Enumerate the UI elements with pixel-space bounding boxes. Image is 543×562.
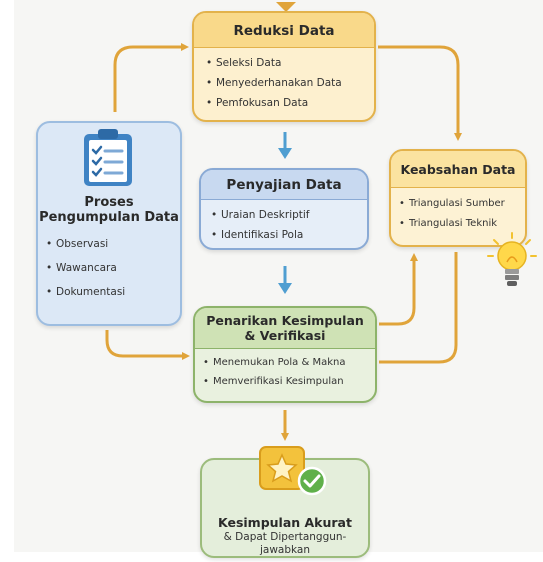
lightbulb-icon [487, 232, 537, 286]
list-item: Uraian Deskriptif [211, 208, 367, 222]
penyajian-data-box: Penyajian Data Uraian Deskriptif Identif… [199, 168, 369, 250]
list-item: Memverifikasi Kesimpulan [203, 375, 375, 389]
list-item: Observasi [46, 237, 180, 251]
kesimpulan-subtitle: & Dapat Dipertanggun- jawabkan [223, 531, 347, 556]
clipboard-checklist-icon [84, 129, 132, 186]
reduksi-data-box: Reduksi Data Seleksi Data Menyederhanaka… [192, 11, 376, 122]
arrow-penyajian-to-penarikan [278, 266, 292, 294]
list-item: Menyederhanakan Data [206, 76, 374, 90]
star-check-badge-icon [259, 446, 327, 496]
keabsahan-title: Keabsahan Data [391, 151, 525, 188]
arrow-penarikan-to-keabsahan [379, 253, 418, 326]
keabsahan-data-box: Keabsahan Data Triangulasi Sumber Triang… [389, 149, 527, 247]
penyajian-title: Penyajian Data [201, 170, 367, 200]
proses-title: Proses Pengumpulan Data [39, 195, 179, 225]
arrow-reduksi-to-penyajian [278, 132, 292, 159]
arrow-proses-to-reduksi [113, 43, 189, 112]
reduksi-list: Seleksi Data Menyederhanakan Data Pemfok… [194, 48, 374, 110]
penarikan-kesimpulan-box: Penarikan Kesimpulan & Verifikasi Menemu… [193, 306, 377, 403]
list-item: Seleksi Data [206, 56, 374, 70]
list-item: Triangulasi Teknik [399, 217, 525, 231]
proses-pengumpulan-box: Proses Pengumpulan Data Observasi Wawanc… [36, 121, 182, 326]
arrow-reduksi-to-keabsahan [378, 45, 462, 141]
list-item: Pemfokusan Data [206, 96, 374, 110]
list-item: Identifikasi Pola [211, 228, 367, 242]
arrow-proses-to-penarikan [105, 330, 190, 360]
line-keabsahan-to-penarikan [379, 252, 458, 364]
penyajian-list: Uraian Deskriptif Identifikasi Pola [201, 200, 367, 242]
list-item: Dokumentasi [46, 285, 180, 299]
list-item: Wawancara [46, 261, 180, 275]
penarikan-list: Menemukan Pola & Makna Memverifikasi Kes… [195, 349, 375, 389]
list-item: Menemukan Pola & Makna [203, 356, 375, 370]
reduksi-title: Reduksi Data [194, 13, 374, 48]
list-item: Triangulasi Sumber [399, 197, 525, 211]
entry-arrow-icon [276, 2, 296, 12]
kesimpulan-title: Kesimpulan Akurat [218, 515, 352, 530]
kesimpulan-akurat-box: Kesimpulan Akurat & Dapat Dipertanggun- … [200, 458, 370, 558]
proses-list: Observasi Wawancara Dokumentasi [38, 225, 180, 299]
keabsahan-list: Triangulasi Sumber Triangulasi Teknik [391, 188, 525, 231]
penarikan-title: Penarikan Kesimpulan & Verifikasi [195, 308, 375, 349]
